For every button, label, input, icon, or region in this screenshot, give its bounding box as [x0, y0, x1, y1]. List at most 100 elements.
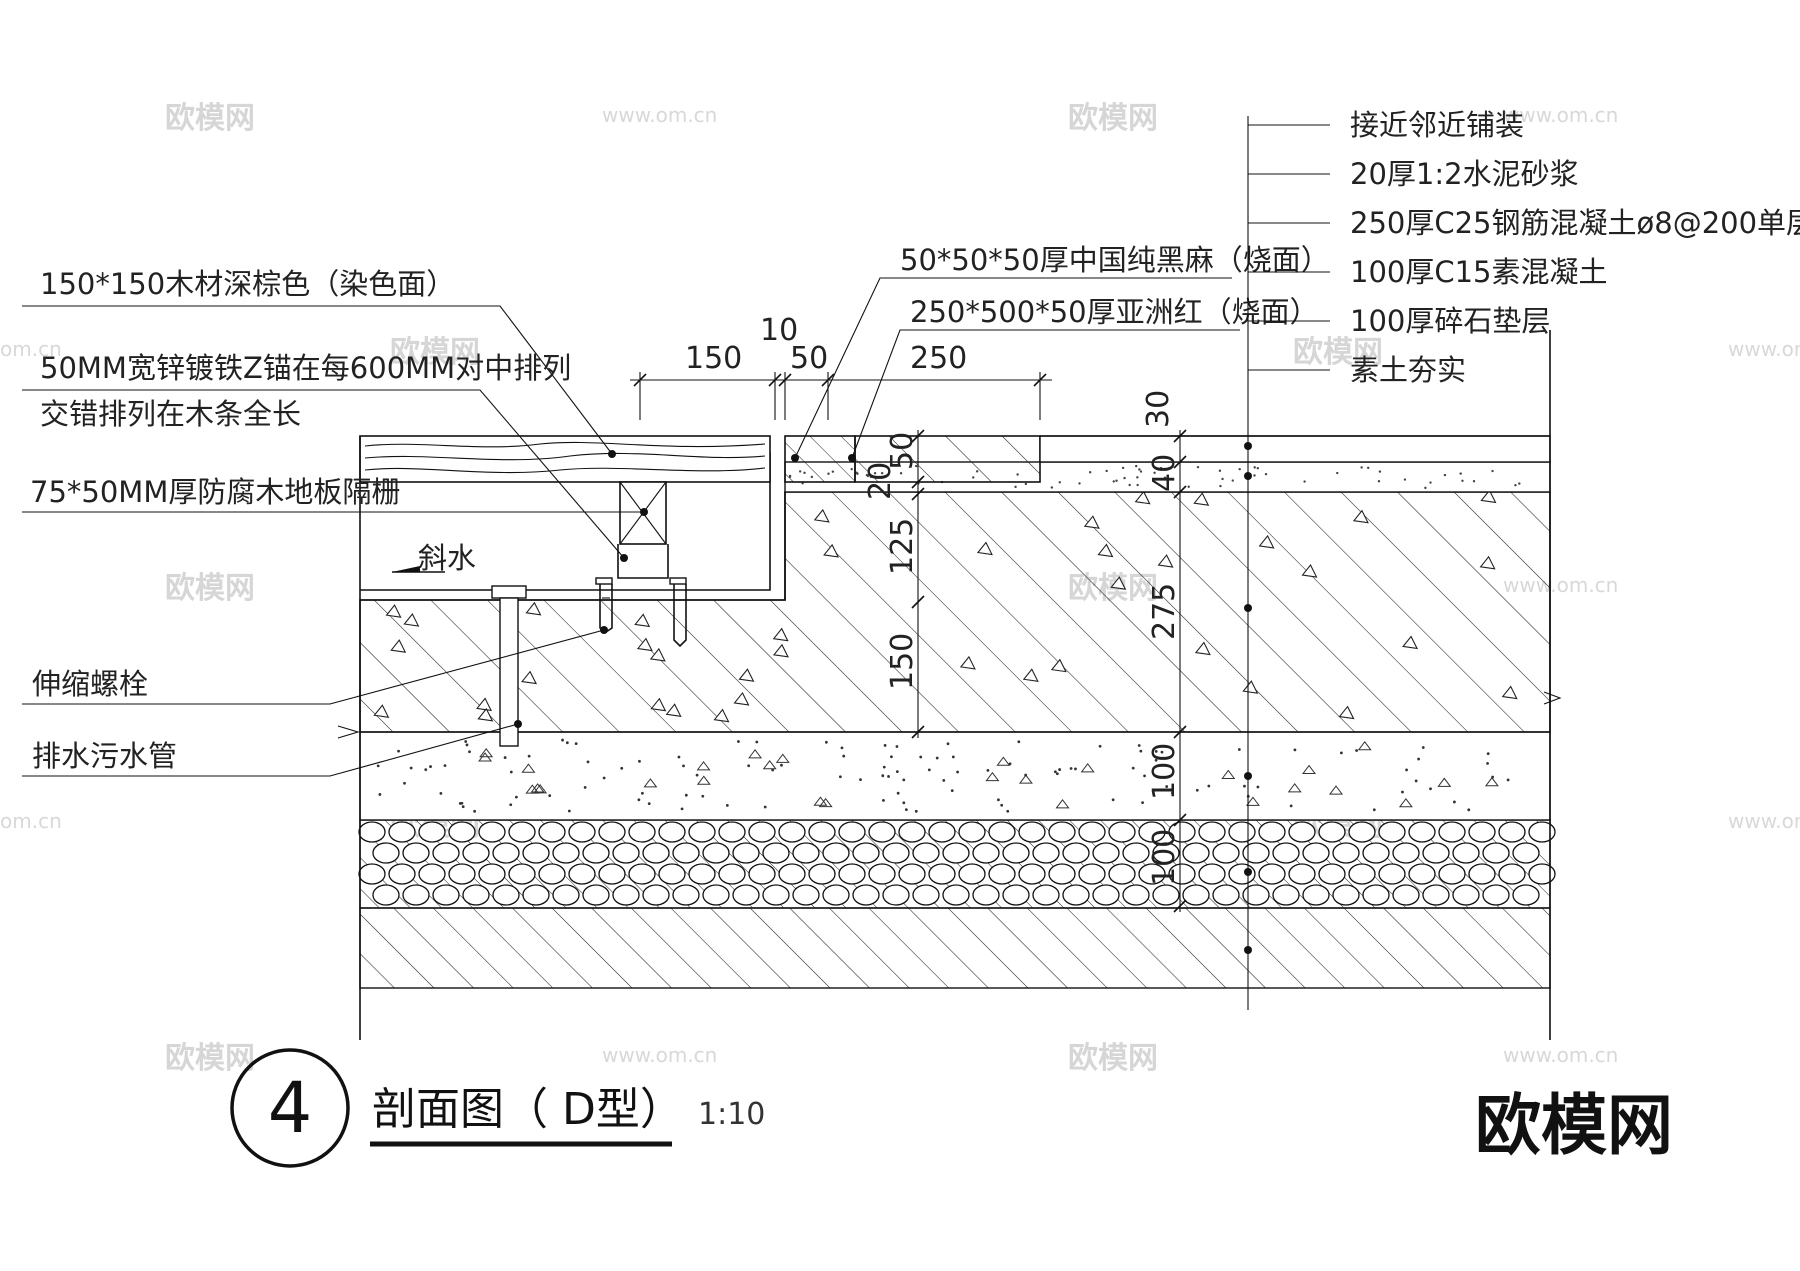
aggregate-dot — [942, 778, 946, 782]
mortar-dot — [1443, 473, 1447, 477]
stone — [688, 821, 716, 843]
stone — [1078, 863, 1106, 885]
stone — [838, 863, 866, 885]
aggregate-triangle — [813, 796, 828, 806]
concrete-aggregate — [1338, 705, 1355, 720]
label-red-granite: 250*500*50厚亚洲红（烧面） — [910, 295, 1319, 329]
stone — [1512, 842, 1540, 864]
aggregate-triangle — [521, 763, 536, 773]
mortar-dot — [1078, 482, 1081, 485]
aggregate-dot — [647, 802, 651, 806]
stone — [1452, 842, 1480, 864]
stone — [1528, 821, 1556, 843]
aggregate-dot — [1143, 774, 1146, 778]
aggregate-dot — [882, 765, 886, 769]
stone — [1272, 842, 1300, 864]
stone — [672, 884, 700, 906]
aggregate-dot — [881, 774, 885, 778]
aggregate-dot — [914, 809, 918, 813]
stone — [1512, 884, 1540, 906]
mortar-dot — [1024, 482, 1028, 486]
aggregate-triangle — [1018, 774, 1033, 784]
stone — [988, 821, 1016, 843]
concrete-aggregate — [636, 637, 653, 652]
aggregate-dot — [1154, 749, 1158, 753]
aggregate-dot — [904, 808, 908, 812]
mortar-dot — [1058, 481, 1061, 484]
stone — [912, 884, 940, 906]
stone — [1002, 842, 1030, 864]
dim-10: 10 — [760, 313, 798, 348]
stone — [988, 863, 1016, 885]
aggregate-dot — [902, 801, 906, 805]
stone — [508, 821, 536, 843]
aggregate-dot — [824, 740, 828, 744]
stone — [1062, 884, 1090, 906]
aggregate-dot — [465, 743, 469, 747]
stone — [552, 842, 580, 864]
stone — [748, 821, 776, 843]
stone — [1048, 821, 1076, 843]
concrete-aggregate — [1352, 509, 1369, 524]
concrete-aggregate — [1083, 515, 1100, 529]
label-drain-pipe: 排水污水管 — [32, 739, 177, 773]
stone — [612, 842, 640, 864]
mortar-dot — [1014, 485, 1017, 489]
stone — [612, 884, 640, 906]
stone — [448, 821, 476, 843]
mortar-dot — [1253, 474, 1256, 477]
stone — [868, 821, 896, 843]
stone — [1032, 842, 1060, 864]
stone — [1288, 863, 1316, 885]
mortar-dot — [1136, 483, 1139, 487]
stone — [702, 842, 730, 864]
aggregate-dot — [695, 773, 699, 777]
mortar-dot — [1134, 464, 1138, 468]
break-mark — [1543, 691, 1562, 705]
mortar-dot — [1491, 469, 1494, 473]
mortar-dot — [1115, 479, 1118, 482]
aggregate-dot — [780, 763, 783, 767]
aggregate-triangle — [748, 749, 763, 759]
stone — [1242, 884, 1270, 906]
stone — [792, 842, 820, 864]
stone — [972, 884, 1000, 906]
aggregate-dot — [882, 798, 885, 802]
concrete-aggregate — [1479, 555, 1496, 570]
aggregate-dot — [461, 805, 465, 809]
aggregate-triangle — [1329, 785, 1344, 795]
stone — [1018, 863, 1046, 885]
concrete-aggregate — [1242, 680, 1259, 694]
aggregate-dot — [565, 741, 569, 745]
dim-250: 250 — [910, 341, 967, 376]
aggregate-dot — [680, 807, 684, 811]
watermark-url-partial: om.cn — [0, 337, 62, 361]
aggregate-dot — [1355, 749, 1358, 752]
stone — [868, 863, 896, 885]
stone — [1408, 863, 1436, 885]
stone — [672, 842, 700, 864]
aggregate-triangle — [775, 753, 790, 763]
watermark-url: www.om.cn — [1728, 809, 1800, 833]
aggregate-dot — [725, 803, 729, 807]
stone — [1078, 821, 1106, 843]
dim-50-vertical: 50 — [885, 432, 920, 470]
concrete-aggregate — [521, 670, 538, 685]
stone — [1498, 863, 1526, 885]
aggregate-dot — [514, 795, 518, 799]
concrete-aggregate — [1022, 668, 1039, 682]
stone — [1048, 863, 1076, 885]
aggregate-dot — [583, 785, 587, 789]
stone — [1152, 842, 1180, 864]
aggregate-dot — [403, 781, 406, 785]
aggregate-dot — [1421, 746, 1425, 749]
stone — [1468, 863, 1496, 885]
aggregate-dot — [842, 754, 846, 758]
stone — [418, 821, 446, 843]
stone — [1018, 821, 1046, 843]
mortar-dot — [1303, 480, 1306, 483]
aggregate-dot — [1414, 779, 1418, 783]
stone — [1498, 821, 1526, 843]
stone — [1528, 863, 1556, 885]
aggregate-dot — [1006, 809, 1010, 813]
